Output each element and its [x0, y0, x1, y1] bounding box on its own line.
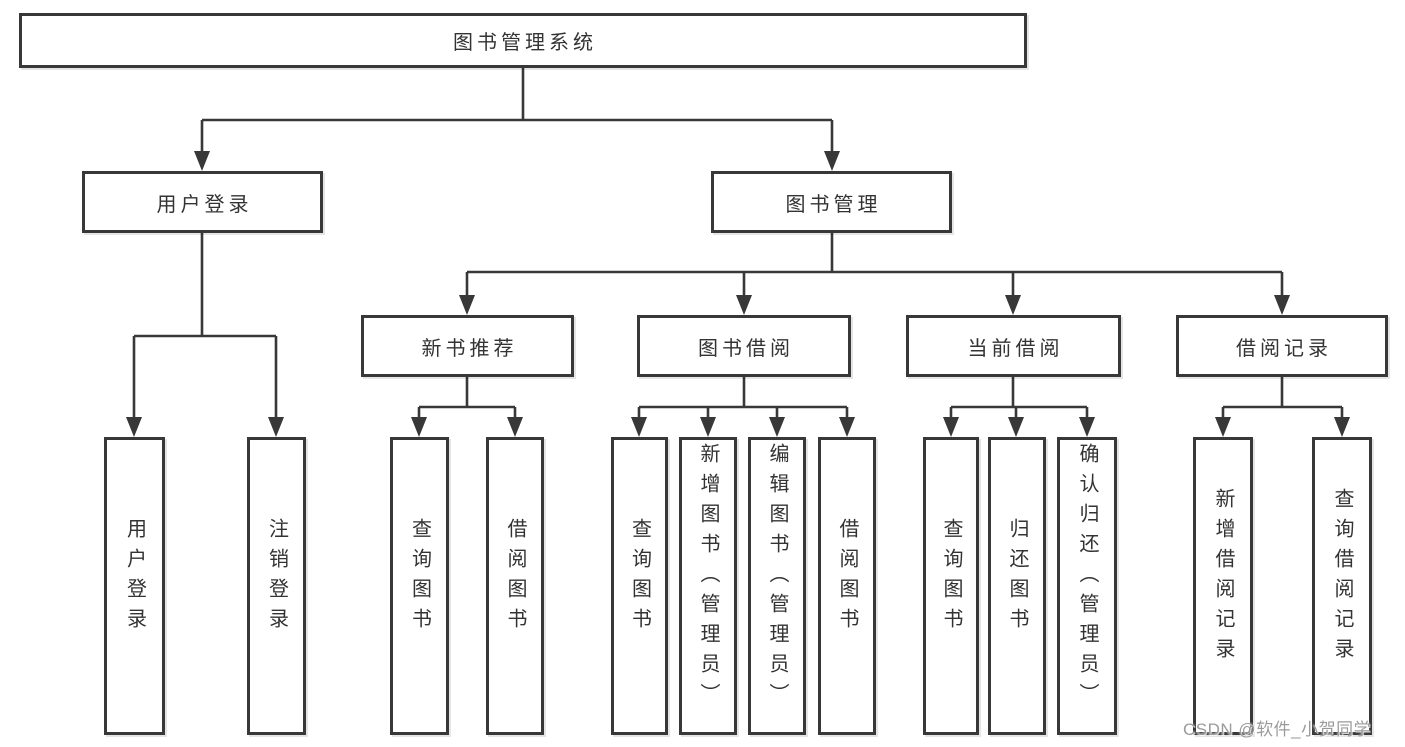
leaf-label: 确认归还（管理员）: [1076, 443, 1098, 713]
leaf-label: 查询图书: [628, 518, 651, 638]
leaf-borrow-books-borrowing: 借阅图书: [818, 437, 876, 735]
leaf-query-books-current: 查询图书: [923, 437, 979, 735]
leaf-confirm-return-admin: 确认归还（管理员）: [1057, 437, 1117, 735]
leaf-label: 新增借阅记录: [1212, 488, 1234, 668]
leaf-label: 编辑图书（管理员）: [766, 443, 788, 713]
leaf-label: 借阅图书: [504, 518, 526, 638]
node-user-login: 用户登录: [82, 171, 323, 233]
leaf-query-books-borrowing: 查询图书: [611, 437, 668, 735]
node-current-borrowing: 当前借阅: [906, 315, 1121, 377]
node-book-borrowing: 图书借阅: [637, 315, 851, 377]
leaf-label: 查询图书: [940, 518, 962, 638]
node-book-management: 图书管理: [711, 171, 952, 233]
leaf-return-books: 归还图书: [988, 437, 1046, 735]
node-borrow-records: 借阅记录: [1176, 315, 1388, 377]
leaf-label: 用户登录: [123, 518, 146, 638]
node-root-system: 图书管理系统: [19, 13, 1027, 68]
leaf-label: 借阅图书: [836, 518, 858, 638]
csdn-watermark: CSDN @软件_小贺同学: [1183, 720, 1372, 739]
leaf-borrow-books-recommend: 借阅图书: [486, 437, 544, 735]
leaf-label: 归还图书: [1006, 518, 1028, 638]
leaf-add-book-admin: 新增图书（管理员）: [679, 437, 737, 735]
leaf-logout: 注销登录: [247, 437, 306, 735]
leaf-add-borrow-record: 新增借阅记录: [1193, 437, 1253, 735]
node-new-book-recommend: 新书推荐: [361, 315, 574, 377]
leaf-label: 查询借阅记录: [1331, 488, 1353, 668]
leaf-query-borrow-record: 查询借阅记录: [1312, 437, 1372, 735]
leaf-user-login: 用户登录: [104, 437, 165, 735]
leaf-label: 查询图书: [408, 518, 431, 638]
leaf-label: 注销登录: [265, 518, 288, 638]
leaf-edit-book-admin: 编辑图书（管理员）: [748, 437, 806, 735]
leaf-query-books-recommend: 查询图书: [390, 437, 449, 735]
leaf-label: 新增图书（管理员）: [697, 443, 719, 713]
